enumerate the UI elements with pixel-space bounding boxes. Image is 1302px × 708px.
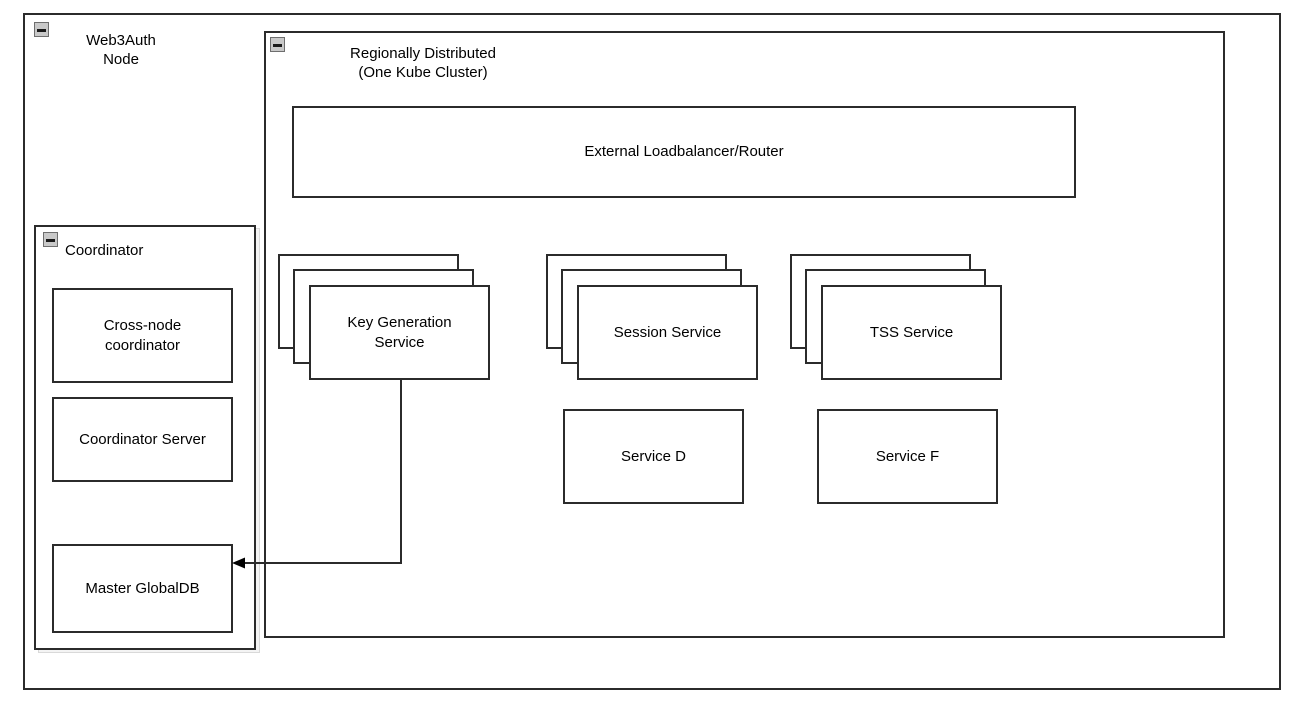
group-label-regionally-distributed: Regionally Distributed (One Kube Cluster… xyxy=(350,45,496,81)
node-label-session-service: Session Service xyxy=(613,323,722,341)
node-label-master-globaldb: Master GlobalDB xyxy=(85,579,200,597)
collapse-minus-icon-regionally-distributed[interactable] xyxy=(270,37,285,52)
node-label-coordinator-server: Coordinator Server xyxy=(79,430,206,448)
node-stack-session-service[interactable]: Session Service xyxy=(546,254,758,380)
node-label-cross-node-coordinator: Cross-node coordinator xyxy=(103,316,182,354)
stack-card-front[interactable]: Key Generation Service xyxy=(309,285,490,380)
node-stack-tss-service[interactable]: TSS Service xyxy=(790,254,1002,380)
stack-card-front[interactable]: TSS Service xyxy=(821,285,1002,380)
node-label-service-f: Service F xyxy=(875,447,940,465)
group-label-web3auth-node: Web3Auth Node xyxy=(86,32,156,68)
node-label-key-generation-service: Key Generation Service xyxy=(347,313,452,351)
node-master-globaldb[interactable]: Master GlobalDB xyxy=(52,544,233,633)
node-label-service-d: Service D xyxy=(620,447,687,465)
node-external-loadbalancer-router[interactable]: External Loadbalancer/Router xyxy=(292,106,1076,198)
node-cross-node-coordinator[interactable]: Cross-node coordinator xyxy=(52,288,233,383)
collapse-minus-icon-web3auth-node[interactable] xyxy=(34,22,49,37)
node-label-external-loadbalancer-router: External Loadbalancer/Router xyxy=(584,143,784,160)
node-stack-key-generation-service[interactable]: Key Generation Service xyxy=(278,254,490,380)
node-service-f[interactable]: Service F xyxy=(817,409,998,504)
node-coordinator-server[interactable]: Coordinator Server xyxy=(52,397,233,482)
node-service-d[interactable]: Service D xyxy=(563,409,744,504)
node-label-tss-service: TSS Service xyxy=(869,323,954,341)
collapse-minus-icon-coordinator[interactable] xyxy=(43,232,58,247)
stack-card-front[interactable]: Session Service xyxy=(577,285,758,380)
group-label-coordinator: Coordinator xyxy=(65,242,144,259)
